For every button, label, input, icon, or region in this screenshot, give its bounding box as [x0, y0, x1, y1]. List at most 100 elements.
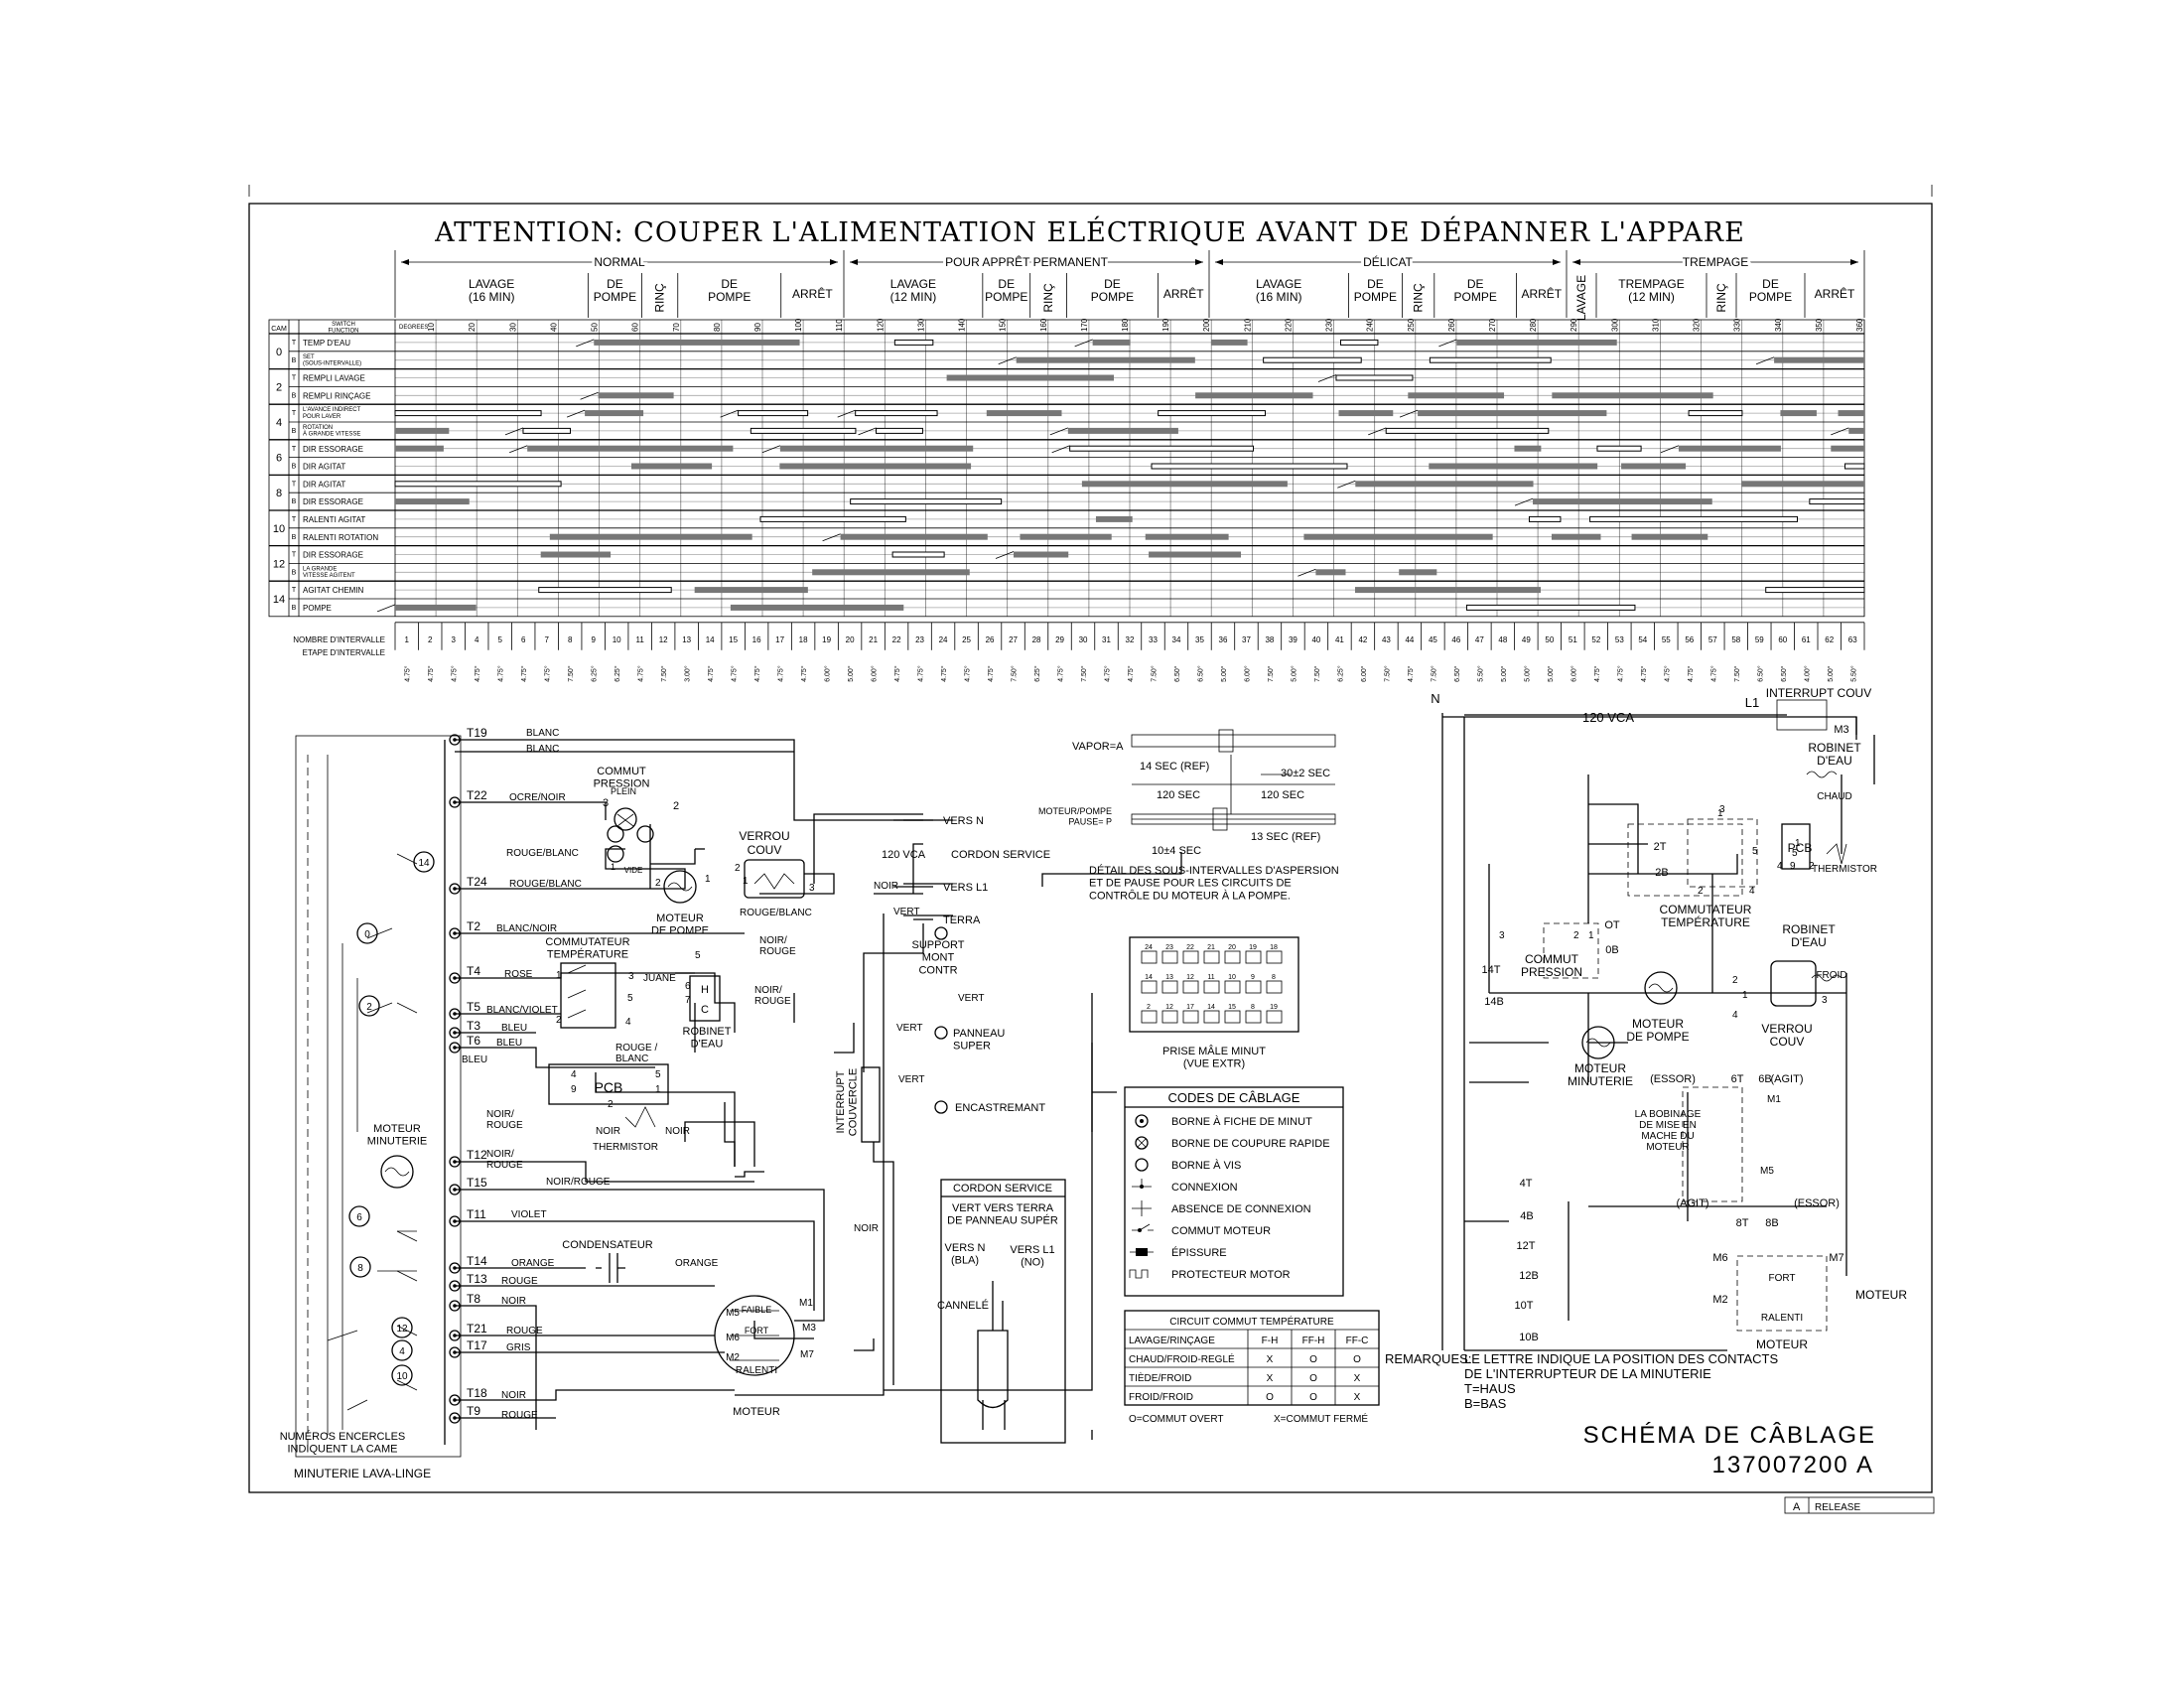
temp-table-footer: X=COMMUT FERMÉ: [1274, 1412, 1368, 1425]
ladder-label: M3: [1834, 724, 1848, 736]
degree-tick: 60: [631, 323, 640, 332]
degree-tick: 200: [1202, 318, 1211, 332]
plug-pin: 24: [1145, 944, 1153, 951]
plug-pin: 21: [1207, 944, 1215, 951]
wire-label: NOIR: [596, 1126, 620, 1137]
wire-label: ROUGE/BLANC: [509, 879, 582, 890]
interval-number: 6: [521, 635, 526, 644]
ladder-label: 120 VCA: [1582, 710, 1634, 725]
wire-label: NOIR: [854, 1223, 879, 1234]
wire-label: ROSE: [504, 969, 533, 980]
interval-number: 21: [869, 635, 878, 644]
degree-tick: 310: [1651, 318, 1660, 332]
switch-pos: B: [292, 569, 297, 576]
interval-number: 35: [1195, 635, 1204, 644]
degree-tick: 50: [591, 323, 600, 332]
temp-table-cell: FROID/FROID: [1129, 1392, 1193, 1403]
plug-pin: 11: [1207, 974, 1214, 981]
ladder-label: 12T: [1517, 1240, 1536, 1252]
ladder-label: 2B: [1655, 867, 1668, 879]
revision-release: RELEASE: [1815, 1502, 1860, 1513]
interval-number: 39: [1289, 635, 1297, 644]
pin-number: 2: [1573, 930, 1579, 941]
interval-step: 7.50°: [1150, 665, 1158, 682]
interval-number-label: NOMBRE D'INTERVALLE: [293, 635, 385, 644]
interval-step: 4.75°: [731, 665, 739, 682]
thermistor-label: THERMISTOR: [593, 1142, 658, 1153]
interval-step: 6.00°: [824, 665, 832, 682]
interval-step: 7.50°: [1430, 665, 1437, 682]
switch-function: RALENTI ROTATION: [303, 533, 378, 542]
cordon-cannele: CANNELÉ: [937, 1299, 989, 1312]
s30-label: 30±2 SEC: [1281, 768, 1330, 779]
ladder-label: FORT: [1768, 1273, 1795, 1284]
motor-terminal: M5: [726, 1308, 740, 1319]
interval-step: 5.00°: [1500, 665, 1508, 682]
temp-table-cell: F-H: [1262, 1336, 1279, 1346]
phase-label: RINÇ: [1412, 283, 1426, 313]
interval-number: 9: [591, 635, 596, 644]
ladder-label: (ESSOR): [1794, 1197, 1840, 1209]
wire-label: ORANGE: [511, 1258, 555, 1269]
degree-tick: 220: [1284, 318, 1293, 332]
pin-3: 3: [603, 797, 609, 809]
pin-number: 3: [809, 883, 815, 894]
terminal-label: T21: [467, 1322, 487, 1336]
pin-number: 3: [628, 971, 634, 982]
interval-step: 4.75°: [404, 665, 412, 682]
temp-table-cell: X: [1354, 1373, 1361, 1384]
wire-label: VIOLET: [511, 1209, 547, 1220]
switch-pos: B: [292, 464, 297, 471]
degree-tick: 140: [958, 318, 967, 332]
interval-number: 42: [1358, 635, 1367, 644]
cordon-vers-n: VERS N(BLA): [945, 1242, 986, 1267]
cam-number: 12: [273, 558, 285, 570]
vide-label: VIDE: [624, 866, 643, 875]
cam-circle-number: 8: [357, 1263, 363, 1274]
degree-tick: 110: [835, 319, 844, 332]
degree-tick: 230: [1325, 318, 1334, 332]
cam-circle-number: 0: [364, 929, 370, 940]
interrupt-label: INTERRUPTCOUVERCLE: [835, 1068, 860, 1136]
wire-label: NOIR: [874, 881, 898, 892]
vers-l1-label: VERS L1: [943, 882, 988, 894]
ladder-label: 2T: [1654, 841, 1667, 853]
interval-number: 8: [568, 635, 573, 644]
plug-pin: 10: [1228, 974, 1236, 981]
interval-step: 5.00°: [1220, 665, 1228, 682]
interval-step: 5.50°: [1476, 665, 1484, 682]
interval-step: 4.75°: [497, 665, 505, 682]
plug-pin: 12: [1165, 1004, 1173, 1011]
interval-number: 44: [1405, 635, 1414, 644]
switch-pos: B: [292, 357, 297, 364]
pcb-label: PCB: [595, 1079, 623, 1095]
interval-step: 5.00°: [1523, 665, 1531, 682]
cycle-name: NORMAL: [594, 255, 645, 269]
interval-number: 4: [475, 635, 479, 644]
s120b-label: 120 SEC: [1261, 789, 1304, 801]
terminal-label: T15: [467, 1176, 487, 1190]
minuterie-label: MINUTERIE LAVA-LINGE: [294, 1467, 431, 1480]
wire-label: NOIR/ROUGE: [486, 1109, 523, 1131]
interval-step: 4.75°: [987, 665, 995, 682]
degree-tick: 150: [999, 318, 1008, 332]
pin-number: 1: [705, 874, 711, 885]
pin-number: 4: [1777, 861, 1783, 872]
degree-tick: 350: [1815, 318, 1824, 332]
temp-table-title: CIRCUIT COMMUT TEMPÉRATURE: [1169, 1315, 1334, 1328]
legend-item: PROTECTEUR MOTOR: [1171, 1269, 1291, 1281]
interval-step: 6.50°: [1780, 665, 1788, 682]
motor-terminal: M7: [800, 1349, 814, 1360]
interval-number: 11: [636, 635, 645, 644]
vapor-label: VAPOR=A: [1072, 741, 1124, 753]
capacitor-label: CONDENSATEUR: [562, 1239, 653, 1251]
cam-circle-number: 12: [396, 1324, 408, 1335]
motor-terminal: M3: [802, 1323, 816, 1334]
interval-step: 6.25°: [1033, 665, 1041, 682]
